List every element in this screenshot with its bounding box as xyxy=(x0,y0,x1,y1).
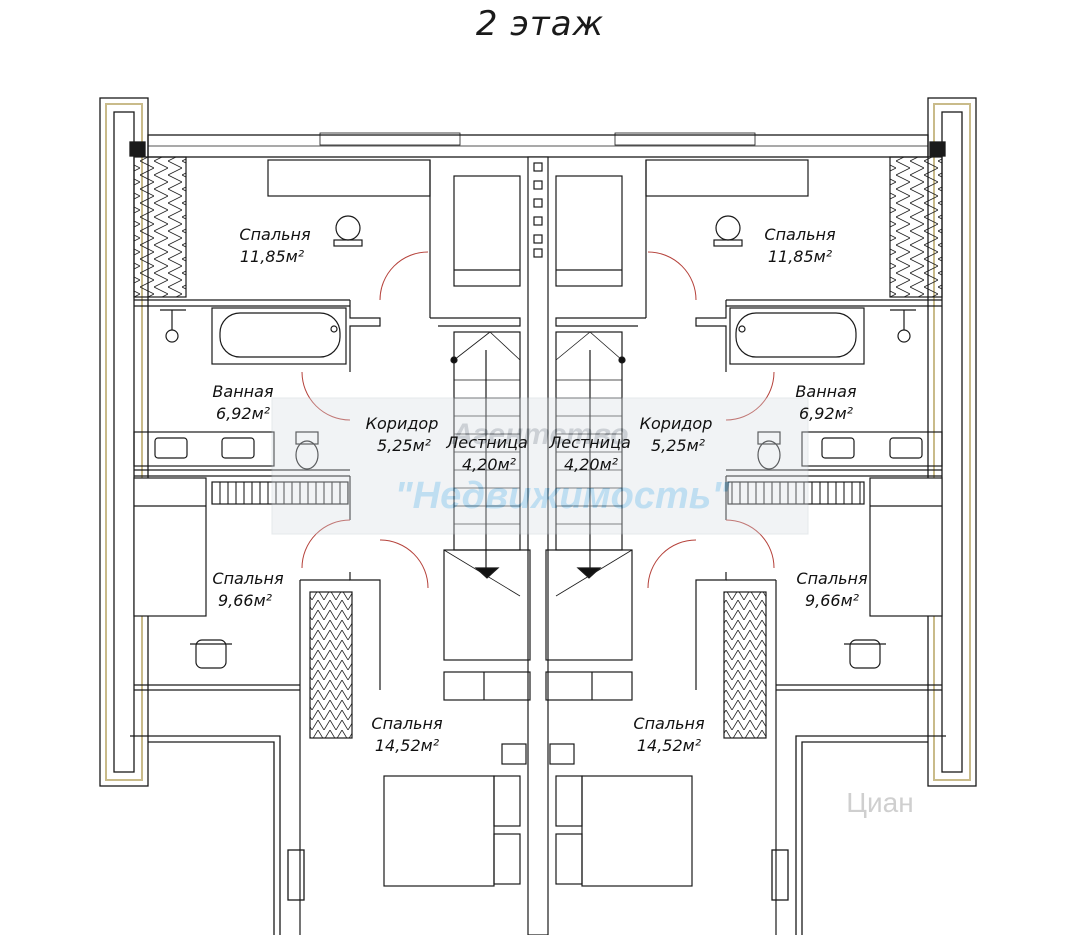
room-name-bedroom-mid-left: Спальня xyxy=(212,569,284,588)
room-area-bath-left: 6,92м² xyxy=(216,404,271,423)
room-area-stair-left: 4,20м² xyxy=(462,455,517,474)
room-name-bedroom-top-left: Спальня xyxy=(239,225,311,244)
room-area-stair-right: 4,20м² xyxy=(564,455,619,474)
room-name-stair-right: Лестница xyxy=(548,433,631,452)
room-name-stair-left: Лестница xyxy=(445,433,528,452)
room-area-bedroom-top-left: 11,85м² xyxy=(240,247,305,266)
room-name-bedroom-bot-right: Спальня xyxy=(633,714,705,733)
room-area-bedroom-mid-right: 9,66м² xyxy=(805,591,860,610)
room-labels: Спальня 11,85м² Спальня 11,85м² Ванная 6… xyxy=(212,225,868,755)
room-name-corridor-left: Коридор xyxy=(366,414,439,433)
room-name-bath-left: Ванная xyxy=(212,382,274,401)
party-wall xyxy=(527,156,549,935)
corner-watermark: Циан xyxy=(846,787,913,818)
room-name-bath-right: Ванная xyxy=(795,382,857,401)
room-name-corridor-right: Коридор xyxy=(640,414,713,433)
left-unit xyxy=(133,156,521,935)
bottom-beds xyxy=(383,743,693,887)
room-area-corridor-left: 5,25м² xyxy=(377,436,432,455)
room-area-bedroom-top-right: 11,85м² xyxy=(768,247,833,266)
page-title: 2 этаж xyxy=(475,4,605,44)
watermark-line1: Агентство xyxy=(450,418,628,451)
room-name-bedroom-top-right: Спальня xyxy=(764,225,836,244)
room-area-bedroom-bot-left: 14,52м² xyxy=(375,736,440,755)
room-name-bedroom-bot-left: Спальня xyxy=(371,714,443,733)
room-area-corridor-right: 5,25м² xyxy=(651,436,706,455)
stairs xyxy=(443,175,633,701)
agency-watermark: Агентство "Недвижимость" xyxy=(271,397,809,535)
room-area-bedroom-mid-left: 9,66м² xyxy=(218,591,273,610)
room-area-bath-right: 6,92м² xyxy=(799,404,854,423)
room-area-bedroom-bot-right: 14,52м² xyxy=(637,736,702,755)
watermark-line2: "Недвижимость" xyxy=(395,475,731,517)
right-unit xyxy=(555,156,943,935)
room-name-bedroom-mid-right: Спальня xyxy=(796,569,868,588)
door-arcs xyxy=(301,251,775,589)
